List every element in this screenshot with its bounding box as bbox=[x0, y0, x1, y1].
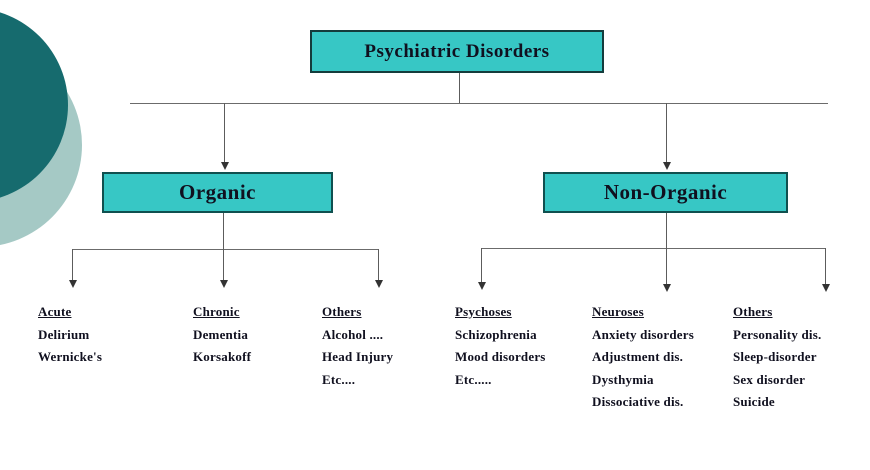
connector-to-organic bbox=[224, 103, 225, 163]
connector-organic-stem bbox=[223, 213, 224, 249]
leaf-item: Dissociative dis. bbox=[592, 394, 684, 409]
connector-nonorganic-stem bbox=[666, 213, 667, 248]
leaf-item: Anxiety disorders bbox=[592, 326, 694, 342]
organic-label: Organic bbox=[179, 180, 256, 204]
connector-level1-crossbar bbox=[130, 103, 828, 104]
leaf-item: Wernicke's bbox=[38, 349, 103, 364]
leaf-item: Suicide bbox=[733, 394, 775, 409]
leaf-group-nonorganic-others: Others Personality dis. Sleep-disorder S… bbox=[733, 301, 821, 414]
connector-to-neuroses bbox=[666, 248, 667, 284]
connector-to-acute bbox=[72, 249, 73, 280]
leaf-heading-nonorganic-others: Others bbox=[733, 304, 773, 319]
leaf-item: Alcohol .... bbox=[322, 326, 384, 342]
leaf-item: Dementia bbox=[193, 326, 249, 342]
leaf-item: Delirium bbox=[38, 326, 90, 342]
leaf-item: Personality dis. bbox=[733, 326, 822, 342]
leaf-heading-psychoses: Psychoses bbox=[455, 304, 512, 319]
node-psychiatric-disorders: Psychiatric Disorders bbox=[310, 30, 604, 73]
connector-to-nonorganic bbox=[666, 103, 667, 163]
connector-root-stem bbox=[459, 72, 460, 103]
nonorganic-label: Non-Organic bbox=[603, 180, 728, 204]
node-nonorganic: Non-Organic bbox=[543, 172, 788, 213]
leaf-group-organic-others: Others Alcohol .... Head Injury Etc.... bbox=[322, 301, 393, 391]
leaf-group-chronic: Chronic Dementia Korsakoff bbox=[193, 301, 251, 369]
leaf-group-neuroses: Neuroses Anxiety disorders Adjustment di… bbox=[592, 301, 694, 414]
arrow-to-organic-others bbox=[375, 280, 383, 288]
arrow-to-nonorganic bbox=[663, 162, 671, 170]
arrow-to-chronic bbox=[220, 280, 228, 288]
leaf-item: Schizophrenia bbox=[455, 326, 537, 342]
connector-nonorganic-crossbar bbox=[481, 248, 825, 249]
arrow-to-organic bbox=[221, 162, 229, 170]
connector-to-psychoses bbox=[481, 248, 482, 282]
leaf-item: Etc.... bbox=[322, 371, 356, 387]
leaf-item: Adjustment dis. bbox=[592, 349, 684, 364]
leaf-item: Dysthymia bbox=[592, 371, 654, 387]
leaf-item: Sex disorder bbox=[733, 371, 806, 387]
connector-to-nonorganic-others bbox=[825, 248, 826, 284]
connector-to-chronic bbox=[223, 249, 224, 280]
leaf-item: Etc..... bbox=[455, 371, 492, 387]
arrow-to-acute bbox=[69, 280, 77, 288]
connector-to-organic-others bbox=[378, 249, 379, 280]
root-label: Psychiatric Disorders bbox=[364, 40, 550, 62]
leaf-item: Sleep-disorder bbox=[733, 349, 817, 364]
leaf-group-psychoses: Psychoses Schizophrenia Mood disorders E… bbox=[455, 301, 546, 391]
leaf-item: Korsakoff bbox=[193, 349, 252, 364]
connector-organic-crossbar bbox=[72, 249, 378, 250]
leaf-item: Head Injury bbox=[322, 349, 394, 364]
arrow-to-psychoses bbox=[478, 282, 486, 290]
leaf-item: Mood disorders bbox=[455, 349, 546, 364]
leaf-heading-neuroses: Neuroses bbox=[592, 304, 644, 319]
leaf-heading-acute: Acute bbox=[38, 304, 72, 319]
leaf-group-acute: Acute Delirium Wernicke's bbox=[38, 301, 102, 369]
arrow-to-neuroses bbox=[663, 284, 671, 292]
node-organic: Organic bbox=[102, 172, 333, 213]
leaf-heading-organic-others: Others bbox=[322, 304, 362, 319]
arrow-to-nonorganic-others bbox=[822, 284, 830, 292]
leaf-heading-chronic: Chronic bbox=[193, 304, 240, 319]
